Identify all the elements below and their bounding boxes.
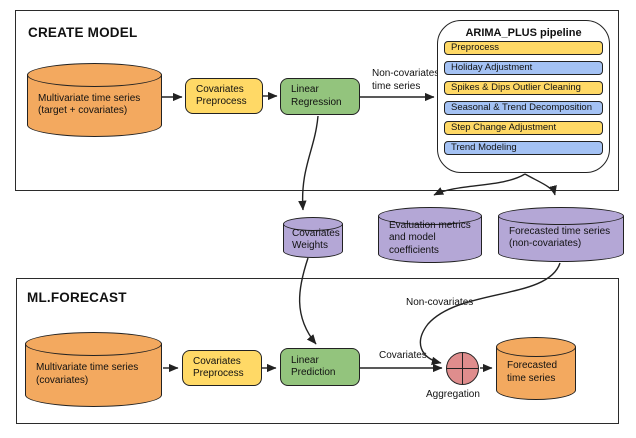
ml-forecast-title: ML.FORECAST: [27, 290, 127, 305]
pipeline-step-spikes-dips-outlier-cleaning: Spikes & Dips Outlier Cleaning: [444, 81, 603, 95]
noncovariates-time-series-edge-label: Non-covariates time series: [372, 68, 440, 92]
linear-regression-label: Linear Regression: [291, 84, 342, 108]
linear-regression-box: Linear Regression: [280, 78, 360, 115]
ml-forecast-input-cylinder: Multivariate time series (covariates): [25, 332, 162, 407]
cylinder-top: [283, 217, 343, 231]
cylinder-top: [378, 207, 482, 225]
create-model-title: CREATE MODEL: [28, 25, 138, 40]
aggregation-circled-plus-icon: [446, 352, 479, 385]
pipeline-step-holiday-adjustment: Holiday Adjustment: [444, 61, 603, 75]
plus-horizontal-line: [447, 367, 478, 370]
forecasted-time-series-label: Forecasted time series: [507, 360, 558, 384]
create-model-covariates-preprocess-box: Covariates Preprocess: [185, 78, 263, 114]
pipeline-step-preprocess: Preprocess: [444, 41, 603, 55]
covariates-weights-label: Covariates Weights: [292, 227, 340, 252]
aggregation-label: Aggregation: [426, 389, 480, 400]
ml-forecast-section: [16, 278, 619, 424]
linear-prediction-label: Linear Prediction: [291, 354, 336, 379]
cylinder-top: [27, 63, 162, 87]
cylinder-top: [25, 332, 162, 356]
arima-plus-pipeline-title: ARIMA_PLUS pipeline: [465, 27, 582, 39]
arima-plus-pipeline-container: ARIMA_PLUS pipeline Preprocess Holiday A…: [437, 20, 610, 173]
cylinder-body: [378, 216, 482, 263]
create-model-input-cylinder: Multivariate time series (target + covar…: [27, 63, 162, 137]
create-model-input-label: Multivariate time series (target + covar…: [38, 92, 141, 117]
cylinder-top: [498, 207, 624, 225]
ml-forecast-covariates-preprocess-box: Covariates Preprocess: [182, 350, 262, 386]
noncovariates-edge-label: Non-covariates: [406, 297, 474, 308]
linear-prediction-box: Linear Prediction: [280, 348, 360, 386]
evaluation-metrics-cylinder: Evaluation metrics and model coefficient…: [378, 207, 482, 263]
pipeline-step-step-change-adjustment: Step Change Adjustment: [444, 121, 603, 135]
covariates-edge-label: Covariates: [379, 350, 427, 361]
covariates-preprocess-label: Covariates Preprocess: [196, 83, 247, 108]
evaluation-metrics-label: Evaluation metrics and model coefficient…: [389, 219, 471, 256]
forecasted-time-series-cylinder: Forecasted time series: [496, 337, 576, 400]
ml-forecast-input-label: Multivariate time series (covariates): [36, 362, 139, 386]
covariates-preprocess-label: Covariates Preprocess: [193, 355, 244, 380]
forecasted-noncovariates-cylinder: Forecasted time series (non-covariates): [498, 207, 624, 262]
forecasted-noncovariates-label: Forecasted time series (non-covariates): [509, 225, 611, 250]
covariates-weights-cylinder: Covariates Weights: [283, 217, 343, 258]
pipeline-step-seasonal-trend-decomposition: Seasonal & Trend Decomposition: [444, 101, 603, 115]
pipeline-step-trend-modeling: Trend Modeling: [444, 141, 603, 155]
